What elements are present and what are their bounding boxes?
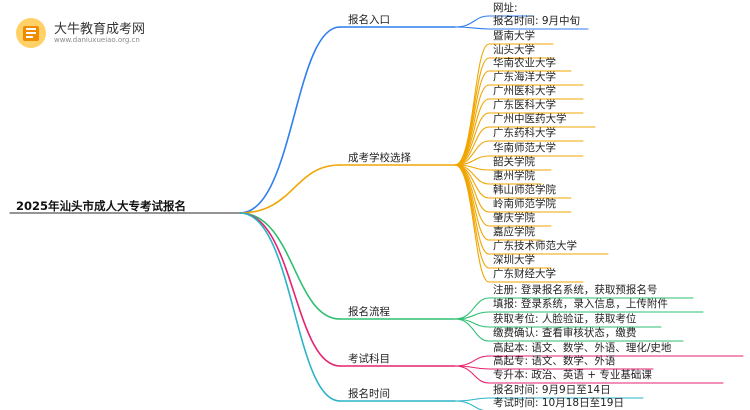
- branch-connector: [239, 164, 341, 214]
- leaf-label: 惠州学院: [493, 170, 535, 182]
- leaf-connector: [454, 355, 490, 367]
- leaf-label: 肇庆学院: [493, 212, 535, 224]
- leaf-label: 汕头大学: [493, 44, 535, 56]
- branch-connector: [239, 26, 341, 214]
- leaf-label: 获取考位: 人脸验证，获取考位: [493, 313, 637, 325]
- leaf-label: 广东药科大学: [493, 127, 556, 139]
- branch-label: 报名时间: [348, 388, 390, 400]
- leaf-label: 广东海洋大学: [493, 71, 556, 83]
- leaf-label: 网址:: [493, 2, 518, 14]
- branch-label: 成考学校选择: [348, 152, 411, 164]
- leaf-label: 专升本: 政治、英语 + 专业基础课: [493, 369, 652, 381]
- branch-connector: [239, 212, 341, 402]
- leaf-label: 广州中医药大学: [493, 113, 567, 125]
- leaf-label: 韶关学院: [493, 156, 535, 168]
- logo-name: 大牛教育成考网: [54, 22, 146, 37]
- site-logo: 大牛教育成考网 www.daniuxueiao.org.cn: [14, 16, 214, 50]
- book-icon: [16, 18, 46, 48]
- leaf-label: 华南农业大学: [493, 57, 556, 69]
- leaf-label: 报名时间: 9月9日至14日: [493, 384, 611, 396]
- leaf-label: 广东技术师范大学: [493, 240, 577, 252]
- leaf-connector: [454, 43, 490, 166]
- branch-label: 考试科目: [348, 353, 390, 365]
- leaf-label: 嘉应学院: [493, 226, 535, 238]
- leaf-label: 报名时间: 9月中旬: [493, 15, 581, 27]
- leaf-connector: [454, 365, 490, 384]
- leaf-label: 考试时间: 10月18日至19日: [493, 397, 624, 409]
- leaf-label: 深圳大学: [493, 254, 535, 266]
- leaf-label: 广东医科大学: [493, 99, 556, 111]
- leaf-label: 韩山师范学院: [493, 184, 556, 196]
- leaf-label: 填报: 登录系统，录入信息，上传附件: [493, 298, 668, 310]
- branch-label: 报名入口: [348, 14, 390, 26]
- logo-url: www.daniuxueiao.org.cn: [54, 36, 140, 44]
- leaf-connector: [454, 26, 490, 30]
- root-topic: 2025年汕头市成人大专考试报名: [16, 199, 187, 213]
- leaf-connector: [454, 318, 490, 328]
- leaf-connector: [454, 400, 485, 410]
- leaf-label: 缴费确认: 查看审核状态，缴费: [493, 327, 637, 339]
- leaf-label: 广东财经大学: [493, 268, 556, 280]
- leaf-connector: [454, 70, 490, 166]
- leaf-label: 高起本: 语文、数学、外语、理化/史地: [493, 342, 672, 354]
- branch-label: 报名流程: [348, 306, 390, 318]
- leaf-label: 华南师范大学: [493, 142, 556, 154]
- leaf-connector: [454, 15, 490, 28]
- leaf-label: 岭南师范学院: [493, 198, 556, 210]
- leaf-connector: [454, 164, 490, 283]
- leaf-label: 暨南大学: [493, 30, 535, 42]
- branch-connector: [239, 212, 341, 367]
- branch-connector: [239, 212, 341, 320]
- leaf-label: 广州医科大学: [493, 85, 556, 97]
- leaf-label: 高起专: 语文、数学、外语: [493, 355, 616, 367]
- leaf-connector: [454, 397, 490, 402]
- leaf-connector: [454, 318, 490, 342]
- leaf-label: 注册: 登录报名系统，获取预报名号: [493, 284, 658, 296]
